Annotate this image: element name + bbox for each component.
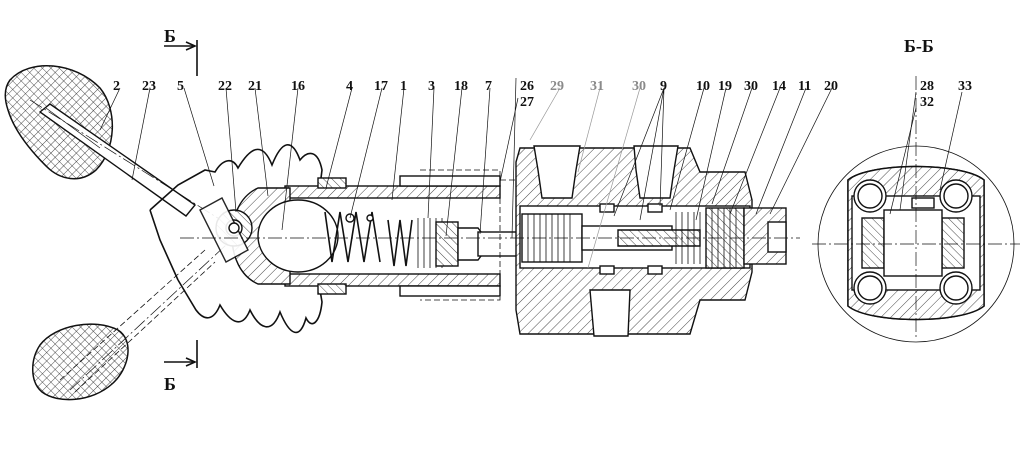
valve-body	[515, 145, 787, 337]
callout-1: 1	[400, 79, 407, 94]
section-mark-top-label: Б	[164, 26, 176, 46]
callout-17: 17	[374, 79, 388, 94]
callout-11: 11	[798, 79, 811, 94]
callout-3: 3	[428, 79, 435, 94]
callout-29: 29	[550, 79, 564, 94]
callout-14: 14	[772, 79, 786, 94]
clevis-pin	[199, 197, 253, 263]
callout-22: 22	[218, 79, 232, 94]
callout-9: 9	[660, 79, 667, 94]
callout-27: 27	[520, 95, 534, 110]
callout-30-left: 30	[632, 79, 646, 94]
callout-5: 5	[177, 79, 184, 94]
callout-21: 21	[248, 79, 262, 94]
callout-32: 32	[920, 95, 934, 110]
callout-31: 31	[590, 79, 604, 94]
lever-handle-upper	[4, 64, 197, 217]
callout-labels-section: 28 32 33	[920, 79, 972, 110]
leader-lines	[99, 77, 963, 269]
section-view-title: Б-Б	[904, 36, 934, 56]
rubber-boot	[149, 144, 323, 334]
plunger	[435, 221, 519, 267]
callout-30-right: 30	[744, 79, 758, 94]
callout-23: 23	[142, 79, 156, 94]
callout-26: 26	[520, 79, 534, 94]
lever-axis-lower	[69, 231, 241, 391]
section-view-bb	[812, 76, 1020, 343]
callout-33: 33	[958, 79, 972, 94]
return-spring	[324, 211, 381, 263]
callout-28: 28	[920, 79, 934, 94]
callout-7: 7	[485, 79, 492, 94]
callout-labels-main: 2 23 5 22 21 16 4 17 1 3 18 7 26 27 29 3…	[113, 79, 838, 110]
lever-handle-lower-phantom	[32, 249, 216, 401]
callout-20: 20	[824, 79, 838, 94]
section-mark-bottom: Б	[164, 340, 198, 394]
valve-spring	[387, 218, 443, 268]
section-mark-top: Б	[164, 26, 198, 76]
callout-4: 4	[346, 79, 353, 94]
callout-16: 16	[291, 79, 305, 94]
callout-10: 10	[696, 79, 710, 94]
callout-18: 18	[454, 79, 468, 94]
callout-19: 19	[718, 79, 732, 94]
cylinder-housing	[231, 175, 501, 297]
section-mark-bottom-label: Б	[164, 374, 176, 394]
callout-2: 2	[113, 79, 120, 94]
